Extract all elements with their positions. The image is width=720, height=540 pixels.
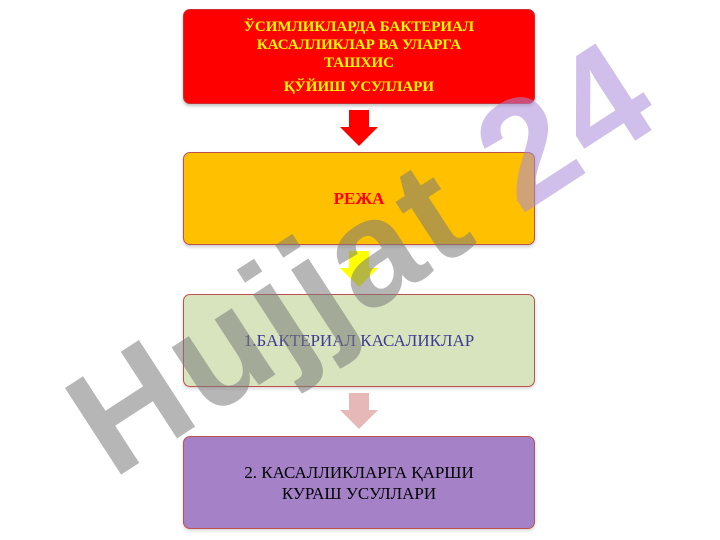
title-box: ЎСИМЛИКЛАРДА БАКТЕРИАЛ КАСАЛЛИКЛАР ВА УЛ…: [183, 9, 535, 104]
item-box-bacterial-diseases: 1.БАКТЕРИАЛ КАСАЛИКЛАР: [183, 294, 535, 387]
plan-label: РЕЖА: [333, 188, 385, 208]
down-arrow-icon: [340, 251, 378, 287]
item-2-line-2: КУРАШ УСУЛЛАРИ: [281, 483, 437, 503]
down-arrow-icon: [340, 110, 378, 146]
title-line-3: ТАШХИС: [324, 54, 394, 71]
down-arrow-icon: [340, 393, 378, 429]
title-line-4: ҚЎЙИШ УСУЛЛАРИ: [283, 78, 435, 95]
title-line-2: КАСАЛЛИКЛАР ВА УЛАРГА: [256, 36, 462, 53]
item-box-control-methods: 2. КАСАЛЛИКЛАРГА ҚАРШИ КУРАШ УСУЛЛАРИ: [183, 436, 535, 529]
item-1-label: 1.БАКТЕРИАЛ КАСАЛИКЛАР: [243, 330, 475, 350]
plan-box: РЕЖА: [183, 152, 535, 245]
title-line-1: ЎСИМЛИКЛАРДА БАКТЕРИАЛ: [243, 18, 475, 35]
item-2-line-1: 2. КАСАЛЛИКЛАРГА ҚАРШИ: [244, 462, 474, 482]
